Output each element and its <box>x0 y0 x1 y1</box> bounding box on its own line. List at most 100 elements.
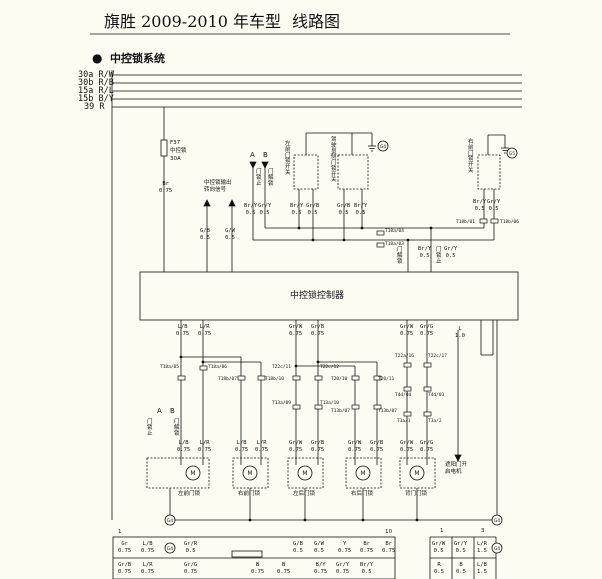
motor-wire: L/R 0.75 <box>255 440 269 453</box>
right-front-switch-label: 右 前 门 锁 开 关 <box>468 139 474 174</box>
connector-label: T18a/05 <box>160 365 179 370</box>
motor-wire: Gr/W 0.75 <box>348 440 362 453</box>
pin-cell: Br 0.75 <box>360 541 374 554</box>
connector-label: T18b/10 <box>265 377 284 382</box>
ctrl-wire: L/B 0.75 <box>176 324 190 337</box>
connector-marker-icon <box>491 542 503 554</box>
pin-cell: L/B 1.5 <box>477 562 487 575</box>
pin-cell: Br/Y 0.5 <box>360 562 374 575</box>
svg-text:M: M <box>414 470 419 477</box>
pin-cell: B 0.5 <box>456 562 466 575</box>
connector-label: T18b/06 <box>500 220 519 225</box>
pin-cell: B 0.75 <box>251 562 265 575</box>
pin-cell: L/B 0.75 <box>141 541 155 554</box>
connector-label: T20/10 <box>331 377 348 382</box>
tail-motor-arrow-icon <box>454 454 462 462</box>
turn-signal-label: 中控锁输出 转向信号 <box>204 180 232 194</box>
left-front-motor-box <box>146 457 210 489</box>
pin-cell: Gr/R 0.5 <box>184 541 198 554</box>
ctrl-top-text: 门 解 锁 <box>397 247 403 265</box>
controller-box <box>139 271 519 321</box>
motor-wire: L/B 0.75 <box>235 440 249 453</box>
terminal-b: B <box>170 407 175 415</box>
turn-output-arrow-icon <box>228 199 236 207</box>
ctrl-wire: L/R 0.75 <box>198 324 212 337</box>
ground-id: G4 <box>380 144 386 150</box>
ab-text: 门 锁 止 <box>256 169 262 187</box>
ctrl-wire: L 1.0 <box>455 326 465 339</box>
pin-cell: Gr/Y 0.5 <box>454 541 468 554</box>
motor-wire: Gr/W 0.75 <box>289 440 303 453</box>
page-subtitle: 线路图 <box>292 12 341 31</box>
fuse-rating: 30A <box>170 156 181 162</box>
motor-wire: L/B 0.75 <box>177 440 191 453</box>
tail-motor-label: 遮阳门开 启电机 <box>445 462 468 476</box>
ground-g4-top-icon <box>377 140 389 152</box>
driver-switch-label: 驾 驶 员 侧 门 锁 开 关 <box>331 137 337 184</box>
ground-g5-top-icon <box>506 147 518 159</box>
motor-label: 右前门锁 <box>238 491 261 497</box>
pin-number: 1 <box>118 529 122 535</box>
pin-cell: B 0.75 <box>277 562 291 575</box>
connector-label: T4d/04 <box>395 393 412 398</box>
ground-id: G4 <box>494 546 500 552</box>
connector-label: T3a/2 <box>428 419 442 424</box>
switch-wire: Br/Y 0.5 <box>290 203 304 216</box>
ctrl-wire: Gr/W 0.75 <box>289 324 303 337</box>
pin-cell: L/R 1.5 <box>477 541 487 554</box>
right-front-motor-box <box>232 457 269 489</box>
pin-number: 1 <box>440 528 444 534</box>
pin-cell: Gr/W 0.5 <box>432 541 446 554</box>
left-front-switch-box <box>293 154 319 190</box>
pin-cell: L/R 0.75 <box>141 562 155 575</box>
ab-wire: Br/Y 0.5 <box>244 203 258 216</box>
pin-cell: Gr/G 0.75 <box>184 562 198 575</box>
connector-label: T18a/06 <box>208 365 227 370</box>
ground-id: G4 <box>167 518 173 524</box>
connector-label: T18a/04 <box>385 229 404 234</box>
ground-g4-bottom-icon <box>164 514 176 526</box>
switch-wire: Gr/B 0.5 <box>306 203 320 216</box>
pin-cell: Gr 0.75 <box>118 541 132 554</box>
ctrl-top-wire: Br/Y 0.5 <box>418 246 432 259</box>
pin-cell: G/W 0.5 <box>314 541 324 554</box>
ab-text: 门 解 锁 <box>268 169 274 187</box>
connector-label: T4d/03 <box>428 393 445 398</box>
pin-cell: Gr/B 0.75 <box>118 562 132 575</box>
motor-wire: Gr/W 0.75 <box>400 440 414 453</box>
lock-arrow-b-icon <box>261 161 269 169</box>
switch-wire: Gr/B 0.5 <box>337 203 351 216</box>
lock-arrow-a-icon <box>249 161 257 169</box>
switch-wire: Gr/Y 0.5 <box>487 199 501 212</box>
section-title: 中控锁系统 <box>110 52 165 65</box>
turn-output-arrow-icon <box>203 199 211 207</box>
connector-label: T18b/07 <box>218 377 237 382</box>
pin-cell: G/B 0.5 <box>293 541 303 554</box>
ctrl-wire: Gr/W 0.75 <box>400 324 414 337</box>
ab-text: 门 解 锁 <box>174 419 180 437</box>
connector-label: T22c/11 <box>272 365 291 370</box>
motor-wire: Gr/B 0.75 <box>311 440 325 453</box>
controller-label: 中控锁控制器 <box>290 291 345 301</box>
fuse-icon <box>160 139 168 157</box>
motor-right-front-icon <box>242 465 258 481</box>
bus-label-39: 39 R <box>84 102 105 112</box>
pin-cell: Br 0.75 <box>382 541 396 554</box>
switch-wire: Br/Y 0.5 <box>473 199 487 212</box>
connector-label: T20/11 <box>378 377 395 382</box>
connector-label: T18a/03 <box>385 242 404 247</box>
motor-label: 左后门锁 <box>293 491 316 497</box>
connector-label: T22c/12 <box>320 365 339 370</box>
fuse-name: 中控锁 <box>170 148 187 154</box>
fuse-id: F37 <box>170 140 181 146</box>
connector-label: T13b/07 <box>378 409 397 414</box>
ab-text: 门 锁 止 <box>147 419 153 437</box>
motor-tailgate-icon <box>409 465 425 481</box>
ground-g4-right-icon <box>491 514 503 526</box>
connector-label: T13b/07 <box>331 409 350 414</box>
ground-id: G5 <box>509 151 515 157</box>
connector-label: T22a/16 <box>395 354 414 359</box>
motor-wire: Gr/B 0.75 <box>370 440 384 453</box>
bus-label-15b: 15b B/Y <box>78 94 114 104</box>
